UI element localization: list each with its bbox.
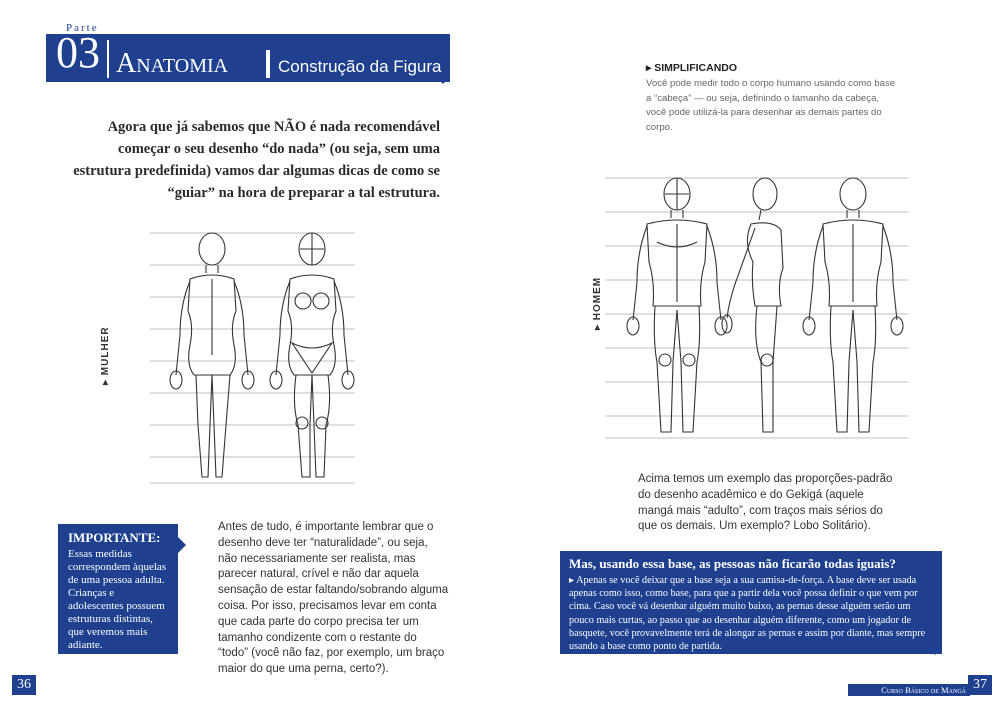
importante-title-text: IMPORTANTE <box>68 530 157 545</box>
male-front-view <box>626 177 728 433</box>
importante-body: Essas medidas correspondem àquelas de um… <box>68 548 167 651</box>
simplificando-body: Você pode medir todo o corpo humano usan… <box>646 78 896 133</box>
simplificando-title-text: SIMPLIFICANDO <box>654 62 738 74</box>
chapter-banner <box>46 34 450 82</box>
chapter-subtitle: Construção da Figura <box>278 57 442 76</box>
page-number-left: 36 <box>12 675 36 695</box>
intro-paragraph: Agora que já sabemos que NÃO é nada reco… <box>73 119 440 201</box>
female-figure-drawing <box>150 232 355 484</box>
female-label-text: MULHER <box>100 326 111 376</box>
footer-book-title: Curso Básico de Mangá <box>848 684 970 696</box>
question-box-notch <box>928 648 942 655</box>
male-label-text: HOMEM <box>592 276 603 321</box>
proportion-grid <box>150 232 355 484</box>
importante-notch <box>178 537 186 553</box>
left-body-paragraph: Antes de tudo, é importante lembrar que … <box>218 521 449 676</box>
banner-corner <box>436 77 450 84</box>
banner-divider <box>107 40 109 78</box>
question-title: Mas, usando essa base, as pessoas não fi… <box>569 556 896 571</box>
female-figures <box>150 225 360 490</box>
question-body: ▸ Apenas se você deixar que a base seja … <box>569 575 926 653</box>
figure-caption: Acima temos um exemplo das proporções-pa… <box>638 473 893 533</box>
female-front-view <box>269 232 355 478</box>
question-box: Mas, usando essa base, as pessoas não fi… <box>560 551 942 654</box>
page-number-right: 37 <box>968 675 992 695</box>
part-label: Parte <box>60 22 105 34</box>
male-figure-drawing <box>605 177 908 439</box>
female-label: ▸ MULHER <box>100 326 111 385</box>
importante-title: IMPORTANTE: <box>68 530 161 545</box>
chapter-title: Anatomia <box>116 48 229 79</box>
importante-box: IMPORTANTE: Essas medidas correspondem à… <box>58 524 178 654</box>
simplificando-title: ▸ SIMPLIFICANDO <box>646 62 738 74</box>
banner-divider-bar <box>266 50 270 78</box>
proportion-grid-male <box>605 177 908 439</box>
female-back-view <box>169 232 255 478</box>
male-back-view <box>802 177 904 433</box>
male-side-view <box>721 177 784 433</box>
male-label: ▸ HOMEM <box>592 276 603 330</box>
chapter-number: 03 <box>56 28 100 77</box>
question-body-text: Apenas se você deixar que a base seja a … <box>569 575 926 653</box>
male-figures <box>605 172 910 442</box>
